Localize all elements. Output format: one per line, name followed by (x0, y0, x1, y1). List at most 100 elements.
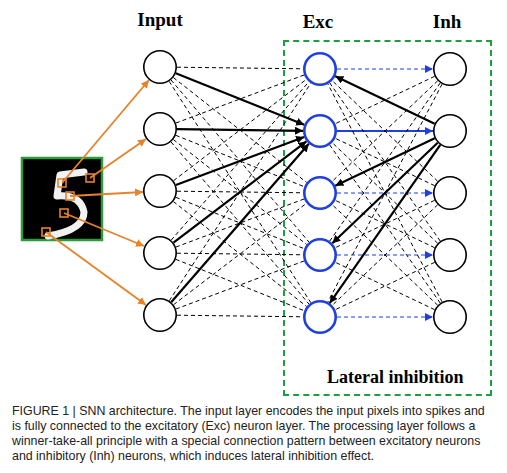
neuron-outline (433, 238, 467, 272)
synapse-line (332, 143, 437, 244)
neuron-outline (303, 300, 337, 334)
inhibitory-neuron (433, 176, 467, 210)
synapse-line (335, 76, 434, 123)
neuron-outline (303, 52, 337, 86)
neuron-outline (433, 300, 467, 334)
neuron-circle (434, 115, 466, 147)
synapse-line (335, 76, 434, 123)
neuron-circle (144, 237, 176, 269)
synapse-line (330, 145, 441, 303)
digit-image (22, 158, 102, 240)
neuron-outline (303, 238, 337, 272)
neuron-circle (304, 177, 335, 208)
neuron-outline (143, 236, 177, 270)
column-heading: Input (137, 9, 182, 31)
excitatory-synapse (337, 69, 433, 70)
synapse-line (332, 81, 437, 182)
encoding-arrow (70, 192, 143, 196)
pixel-patch (66, 192, 74, 200)
inhibitory-neuron (433, 52, 467, 86)
column-heading: Exc (303, 11, 334, 33)
pixel-patch (86, 174, 94, 182)
neuron-circle (144, 299, 176, 331)
synapse-line (332, 205, 437, 306)
encoding-arrow (46, 232, 146, 305)
neuron-outline (433, 176, 467, 210)
pixel-patch (58, 179, 66, 187)
neuron-outline (303, 176, 337, 210)
excitatory-synapse (337, 193, 433, 194)
synapse-line (332, 205, 437, 306)
neuron-circle (144, 175, 176, 207)
neuron-outline (143, 298, 177, 332)
synapse-line (169, 81, 311, 302)
input-neuron (143, 112, 177, 146)
neuron-circle (434, 301, 466, 333)
neuron-circle (144, 51, 176, 83)
excitatory-neuron (303, 238, 337, 272)
synapse-line (173, 202, 306, 307)
synapse-line (171, 82, 309, 240)
synapse-line (330, 83, 441, 241)
column-heading: Inh (433, 11, 462, 33)
neuron-outline (303, 114, 337, 148)
excitatory-synapse (337, 130, 433, 132)
synapse-line (173, 140, 306, 245)
synapse-line (174, 79, 307, 180)
synapse-line (328, 84, 442, 302)
input-neuron (143, 50, 177, 84)
synapse-line (171, 80, 309, 242)
lateral-inhibition-box: Lateral inhibition (283, 40, 492, 396)
neuron-circle (304, 301, 335, 332)
synapse-line (332, 143, 437, 244)
neuron-outline (433, 114, 467, 148)
synapse-line (330, 145, 441, 303)
synapse-line (335, 200, 434, 247)
inhibitory-neuron (433, 238, 467, 272)
synapse-line (335, 138, 434, 185)
synapse-line (335, 138, 434, 185)
input-neuron (143, 174, 177, 208)
synapse-line (173, 78, 306, 183)
pixel-patch (60, 209, 68, 217)
excitatory-neuron (303, 52, 337, 86)
excitatory-neuron (303, 114, 337, 148)
synapse-line (335, 262, 434, 309)
excitatory-neuron (303, 300, 337, 334)
neuron-circle (434, 177, 466, 209)
synapse-line (171, 144, 309, 302)
encoding-arrow (90, 139, 146, 178)
neuron-outline (433, 52, 467, 86)
neuron-outline (143, 174, 177, 208)
digit-stroke (48, 172, 84, 236)
synapse-line (332, 81, 437, 182)
excitatory-neuron (303, 176, 337, 210)
encoding-arrow (62, 80, 149, 183)
neuron-circle (304, 115, 335, 146)
encoding-arrow (64, 213, 144, 246)
synapse-line (335, 262, 434, 309)
synapse-line (174, 203, 307, 304)
synapse-line (328, 84, 442, 302)
group-label: Lateral inhibition (327, 367, 464, 388)
inhibitory-neuron (433, 114, 467, 148)
input-neuron (143, 298, 177, 332)
synapse-line (330, 83, 441, 241)
excitatory-synapse (337, 317, 433, 318)
neuron-circle (434, 53, 466, 85)
neuron-circle (434, 239, 466, 271)
pixel-patch (42, 228, 50, 236)
synapse-line (174, 141, 307, 242)
figure-caption: FIGURE 1 | SNN architecture. The input l… (12, 404, 496, 464)
neuron-outline (143, 112, 177, 146)
excitatory-synapse (337, 255, 433, 256)
neuron-circle (144, 113, 176, 145)
neuron-outline (143, 50, 177, 84)
neuron-circle (304, 239, 335, 270)
input-neuron (143, 236, 177, 270)
inhibitory-neuron (433, 300, 467, 334)
synapse-line (169, 83, 310, 300)
